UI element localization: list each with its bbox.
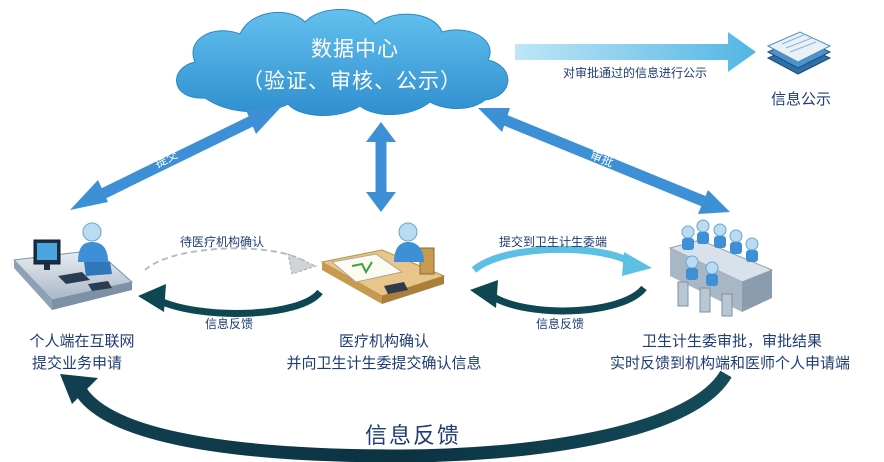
institution-caption-line2: 并向卫生计生委提交确认信息 [286, 354, 482, 372]
data-center-title: 数据中心 [311, 37, 399, 61]
publish-title: 信息公示 [770, 90, 832, 108]
data-center-cloud [176, 9, 509, 116]
bottom-feedback-label: 信息反馈 [364, 424, 462, 449]
institution-caption-line1: 医疗机构确认 [338, 332, 430, 350]
submit-commission-label: 提交到卫生计生委端 [499, 235, 608, 249]
individual-caption-line2: 提交业务申请 [31, 354, 123, 372]
commission-meeting-icon [668, 219, 774, 317]
pending-confirm-arc [144, 247, 318, 275]
pending-confirm-label: 待医疗机构确认 [180, 235, 265, 249]
feedback-right-arc [470, 280, 647, 315]
submit-commission-arc [471, 245, 652, 276]
feedback-left-arc [138, 284, 323, 317]
verify-arrow [366, 122, 396, 212]
feedback-right-label: 信息反馈 [536, 317, 585, 331]
publish-arrow-label: 对审批通过的信息进行公示 [563, 66, 708, 80]
individual-computer-icon [12, 222, 134, 310]
verify-arrow-label: 验证 [360, 158, 374, 183]
individual-caption-line1: 个人端在互联网 [29, 332, 135, 350]
submit-arrow [70, 106, 282, 210]
feedback-left-label: 信息反馈 [205, 317, 254, 331]
publish-arrow [515, 32, 756, 72]
data-center-subtitle: （验证、审核、公示） [242, 69, 462, 93]
approve-arrow [478, 108, 730, 214]
documents-icon [766, 31, 832, 75]
commission-caption-line1: 卫生计生委审批，审批结果 [641, 332, 823, 350]
bottom-feedback-arc [60, 370, 732, 462]
institution-desk-icon [320, 222, 446, 304]
commission-caption-line2: 实时反馈到机构端和医师个人申请端 [609, 354, 851, 372]
